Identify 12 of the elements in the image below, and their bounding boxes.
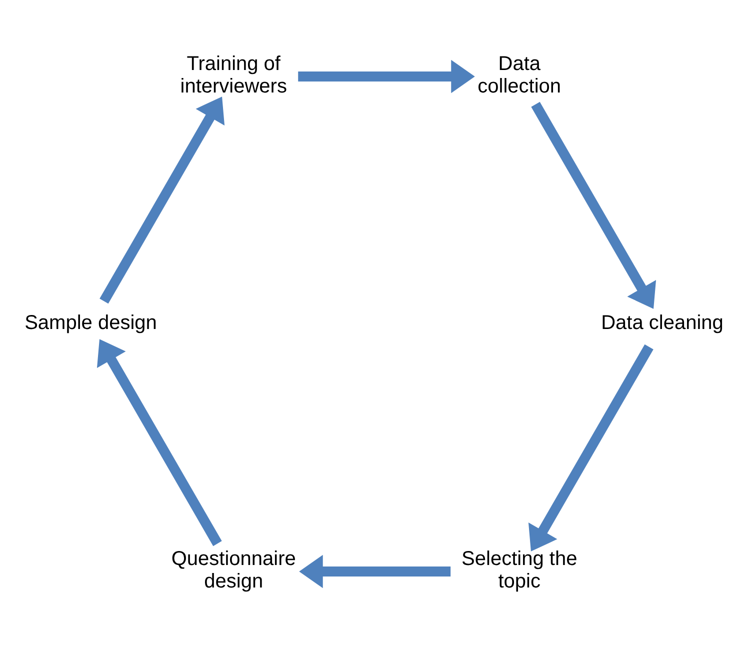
arrow xyxy=(528,344,654,552)
node-text: Training of interviewers xyxy=(180,53,287,98)
arrow xyxy=(299,554,451,588)
arrow xyxy=(298,60,475,94)
arrow xyxy=(531,102,656,309)
node-text: Selecting the topic xyxy=(462,548,578,592)
node-text: Data collection xyxy=(478,53,562,98)
node-text: Data cleaning xyxy=(601,312,724,334)
arrow xyxy=(100,96,225,304)
node-text: Questionnaire design xyxy=(171,548,296,592)
node-text: Sample design xyxy=(24,312,157,334)
arrow xyxy=(96,339,222,546)
